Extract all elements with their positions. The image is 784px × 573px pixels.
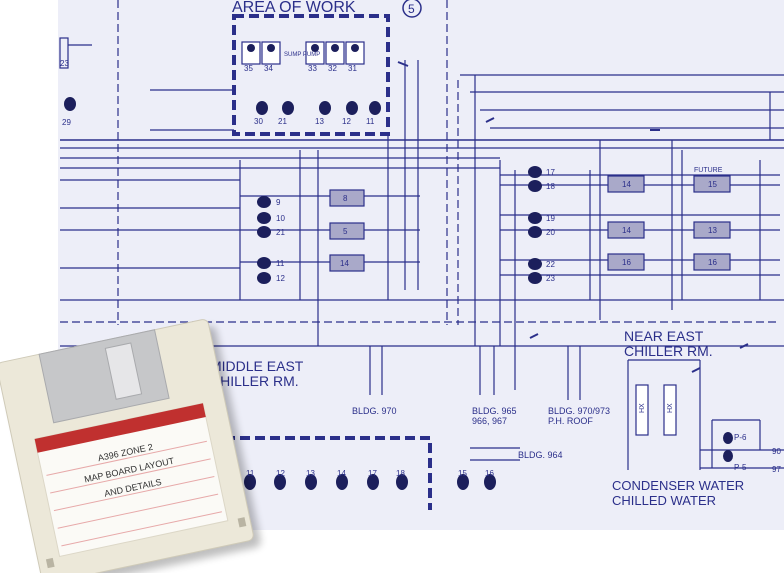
blueprint-sheet — [58, 0, 784, 530]
right-valve-number: 18 — [546, 182, 555, 191]
left-partial-number: 23 — [60, 59, 69, 68]
middle-box-number: 14 — [340, 259, 349, 268]
near-east-label: CHILLER RM. — [624, 343, 713, 359]
middle-east-label: MIDDLE EAST — [210, 358, 304, 374]
hx-label: HX — [639, 403, 646, 413]
middle-valve-number: 10 — [276, 214, 285, 223]
condenser-label: CHILLED WATER — [612, 493, 716, 508]
valves — [64, 97, 733, 490]
condenser-label: CONDENSER WATER — [612, 478, 744, 493]
middle-valve-number: 9 — [276, 198, 281, 207]
near-east-label: NEAR EAST — [624, 328, 704, 344]
right-valve-number: 20 — [546, 228, 555, 237]
top-box-number: 31 — [348, 64, 357, 73]
bottom-valve-number: 18 — [396, 469, 405, 478]
middle-valve-number: 11 — [276, 259, 285, 268]
middle-valve-number: 21 — [276, 228, 285, 237]
top-valve-number: 21 — [278, 117, 287, 126]
middle-valve-number: 12 — [276, 274, 285, 283]
area-of-work-marker: 5 — [408, 2, 415, 16]
right-box-number: 13 — [708, 226, 717, 235]
middle-box-number: 5 — [343, 227, 348, 236]
bldg-970-973-label: P.H. ROOF — [548, 416, 593, 426]
top-box-number: 33 — [308, 64, 317, 73]
top-valve-number: 12 — [342, 117, 351, 126]
top-box-number: 32 — [328, 64, 337, 73]
right-valve-number: 19 — [546, 214, 555, 223]
right-box-number: 14 — [622, 226, 631, 235]
bldg-970-973-label: BLDG. 970/973 — [548, 406, 610, 416]
left-partial-number: 29 — [62, 118, 71, 127]
bldg-965-label: 966, 967 — [472, 416, 507, 426]
sump-pump-label: SUMP PUMP — [284, 52, 320, 58]
right-box-number: 15 — [708, 180, 717, 189]
top-box-number: 34 — [264, 64, 273, 73]
pump-label: P-5 — [734, 463, 747, 472]
bottom-valve-number: 17 — [368, 469, 377, 478]
bottom-valve-number: 15 — [458, 469, 467, 478]
right-box-number: 16 — [708, 258, 717, 267]
bottom-valve-number: 12 — [276, 469, 285, 478]
equipment-boxes — [329, 175, 731, 272]
top-valve-number: 13 — [315, 117, 324, 126]
area-of-work-label: AREA OF WORK — [232, 0, 356, 16]
future-label: FUTURE — [694, 167, 723, 174]
bottom-valve-number: 11 — [246, 469, 255, 478]
top-valve-number: 11 — [366, 117, 375, 126]
hx-label: HX — [667, 403, 674, 413]
bldg-964-label: BLDG. 964 — [518, 450, 563, 460]
bottom-valve-number: 13 — [306, 469, 315, 478]
bottom-valve-number: 16 — [485, 469, 494, 478]
edge-number: 90 — [772, 447, 781, 456]
sump-pump-boxes — [241, 41, 365, 65]
bldg-965-label: BLDG. 965 — [472, 406, 517, 416]
edge-number: 97 — [772, 465, 781, 474]
middle-box-number: 8 — [343, 194, 348, 203]
top-box-number: 35 — [244, 64, 253, 73]
right-valve-number: 17 — [546, 168, 555, 177]
top-valve-number: 30 — [254, 117, 263, 126]
right-box-number: 16 — [622, 258, 631, 267]
bottom-valve-number: 14 — [337, 469, 346, 478]
right-valve-number: 23 — [546, 274, 555, 283]
right-valve-number: 22 — [546, 260, 555, 269]
bldg-970-label: BLDG. 970 — [352, 406, 397, 416]
right-box-number: 14 — [622, 180, 631, 189]
middle-east-label: CHILLER RM. — [210, 373, 299, 389]
pump-label: P-6 — [734, 433, 747, 442]
